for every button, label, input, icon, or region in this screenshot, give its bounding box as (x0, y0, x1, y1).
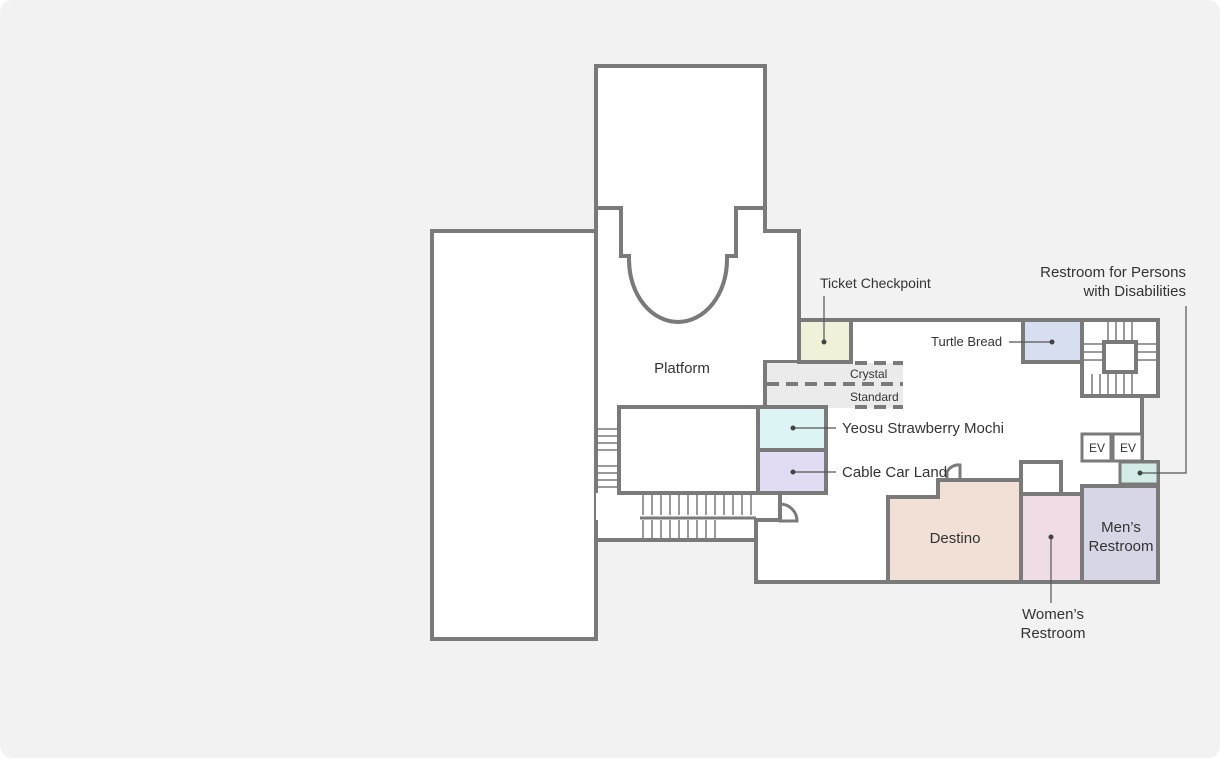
turtle-bread-label: Turtle Bread (931, 334, 1002, 349)
mens-restroom-room[interactable] (1080, 484, 1160, 584)
standard-label: Standard (850, 390, 899, 404)
restroom-disabled-marker (1137, 470, 1143, 476)
crystal-label: Crystal (850, 367, 887, 381)
mens-restroom-label-line2: Restroom (1088, 538, 1153, 555)
turtle-bread-room[interactable] (1021, 318, 1084, 364)
womens-restroom-label-line1: Women’s (1022, 606, 1084, 623)
platform-area (594, 206, 801, 522)
platform-label: Platform (654, 360, 710, 377)
stairs-bottom (642, 495, 752, 538)
turtle-bread-marker (1049, 339, 1055, 345)
womens-restroom-marker (1048, 534, 1054, 540)
ev1-label: EV (1089, 441, 1105, 455)
ev2-label: EV (1120, 441, 1136, 455)
inner-block (617, 405, 760, 495)
yeosu-mochi-label: Yeosu Strawberry Mochi (842, 420, 1004, 437)
ticket-checkpoint-label: Ticket Checkpoint (820, 275, 931, 291)
cable-car-land-label: Cable Car Land (842, 464, 947, 481)
cable-car-land-marker (790, 469, 796, 475)
elevator-1[interactable] (1080, 432, 1113, 463)
womens-restroom-label-line2: Restroom (1020, 625, 1085, 642)
restroom-disabled-label-line2: with Disabilities (1082, 283, 1186, 300)
small-room (1019, 460, 1063, 496)
ticket-checkpoint-marker (821, 339, 827, 345)
mens-restroom-label-line1: Men’s (1101, 519, 1141, 536)
left-hall (430, 229, 598, 641)
yeosu-mochi-marker (790, 425, 796, 431)
stairs-left (598, 428, 617, 488)
destino-label: Destino (930, 530, 981, 547)
door-arc (778, 502, 799, 523)
restroom-disabled-label-line1: Restroom for Persons (1040, 264, 1186, 281)
